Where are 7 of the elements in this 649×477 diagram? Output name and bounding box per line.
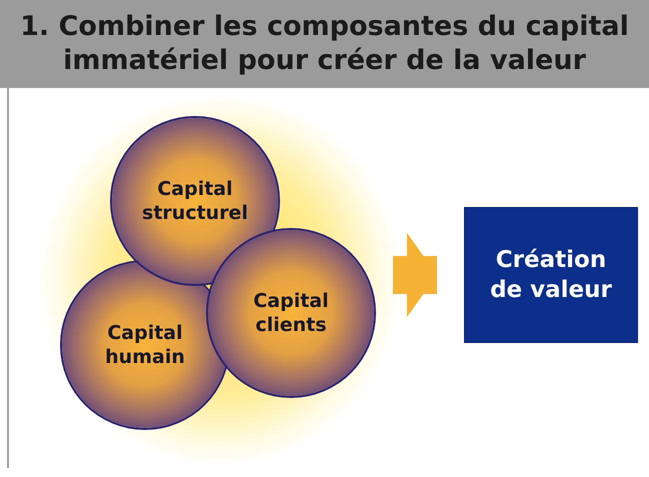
process-box [465,208,637,342]
node-label: Capital humain [104,321,186,369]
node-label: Capital structurel [141,177,249,225]
title-banner: 1. Combiner les composantes du capital immatériel pour créer de la valeur [0,0,649,88]
node-label: Création de valeur [489,246,613,305]
node-label: Capital clients [252,289,330,337]
arrow [393,233,437,317]
